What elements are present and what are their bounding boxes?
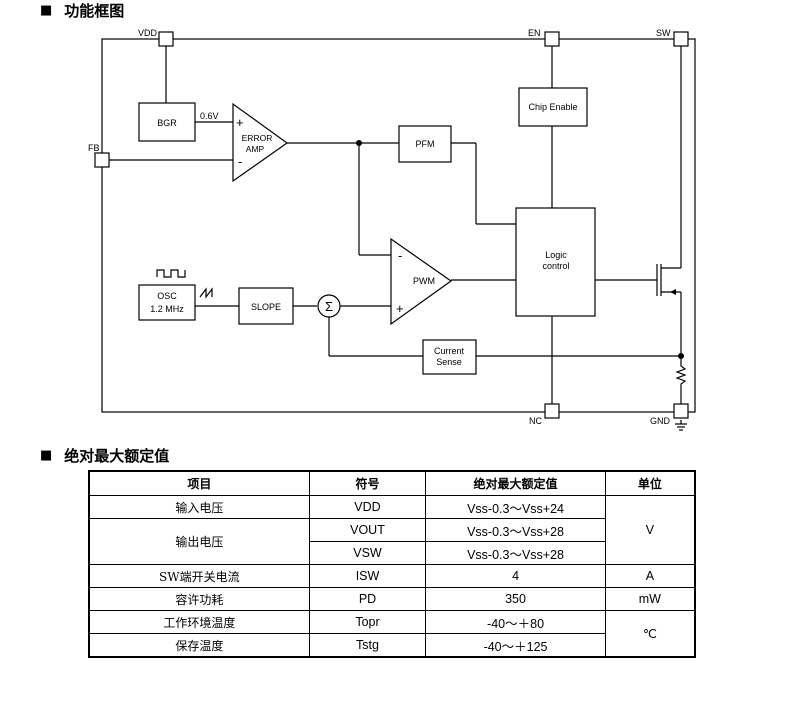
pin-box-en: [544, 31, 560, 47]
table-row: 保存温度 Tstg -40～＋125: [88, 633, 695, 658]
osc-label-2: 1.2 MHz: [150, 304, 184, 314]
cell-item: 输出电压: [88, 518, 310, 565]
block-diagram: VDD EN SW FB NC GND BGR 0.6V ERROR AMP P…: [88, 28, 696, 431]
cell-symbol: VSW: [308, 541, 427, 565]
header-item: 项目: [88, 470, 310, 496]
error-amp-label-2: AMP: [246, 144, 265, 154]
logic-control-block: [515, 207, 596, 317]
table-row: 工作环境温度 Topr -40～＋80 ℃: [88, 610, 696, 658]
pin-label-en: EN: [528, 28, 541, 38]
cell-item: SW端开关电流: [88, 564, 310, 588]
section-heading-abs-max: ■ 绝对最大额定值: [40, 445, 169, 466]
pin-label-sw: SW: [656, 28, 671, 38]
bullet-square-icon: ■: [40, 3, 53, 18]
error-amp-triangle: [232, 102, 289, 183]
cell-item: 容许功耗: [88, 587, 310, 611]
cell-unit: mW: [604, 587, 696, 611]
current-sense-label-2: Sense: [436, 357, 462, 367]
cell-value: -40～＋80: [425, 610, 606, 634]
bullet-square-icon: ■: [40, 448, 53, 463]
chip-enable-label: Chip Enable: [528, 102, 577, 112]
cell-item: 输入电压: [88, 495, 310, 519]
cell-symbol: Tstg: [308, 633, 427, 658]
cell-item: 工作环境温度: [88, 610, 310, 634]
pin-box-sw: [673, 31, 689, 47]
table-row: 输入电压 VDD Vss-0.3～Vss+24 V: [88, 495, 696, 565]
cell-value: 350: [425, 587, 606, 611]
bgr-block: [138, 102, 196, 142]
pfm-label: PFM: [416, 139, 435, 149]
pin-label-nc: NC: [529, 416, 542, 426]
section-heading-block-diagram: ■ 功能框图: [40, 0, 124, 21]
osc-block: [138, 284, 196, 321]
error-amp-minus-sign: -: [238, 154, 242, 169]
cell-unit: V: [604, 495, 696, 565]
osc-label-1: OSC: [157, 291, 177, 301]
cell-symbol: Topr: [308, 610, 427, 634]
table-row: 容许功耗 PD 350 mW: [88, 587, 696, 611]
pwm-comparator-triangle: [390, 237, 453, 326]
slope-label: SLOPE: [251, 302, 281, 312]
slope-block: [238, 287, 294, 325]
vref-label: 0.6V: [200, 111, 219, 121]
header-value: 绝对最大额定值: [425, 470, 606, 496]
sum-symbol: Σ: [325, 299, 333, 314]
pin-box-fb: [94, 152, 110, 168]
cell-symbol: ISW: [308, 564, 427, 588]
heading-text: 绝对最大额定值: [64, 447, 170, 465]
cell-unit: ℃: [604, 610, 696, 658]
pfm-block: [398, 125, 452, 163]
header-symbol: 符号: [308, 470, 427, 496]
cell-value: Vss-0.3～Vss+28: [425, 541, 606, 565]
pin-label-gnd: GND: [650, 416, 671, 426]
logic-label-2: control: [542, 261, 569, 271]
chip-enable-block: [518, 87, 588, 127]
abs-max-ratings-table: 项目 符号 绝对最大额定值 单位 输入电压 VDD Vss-0.3～Vss+24…: [88, 470, 696, 658]
cell-value: Vss-0.3～Vss+28: [425, 518, 606, 542]
pwm-label: PWM: [413, 276, 435, 286]
cell-item: 保存温度: [88, 633, 310, 658]
current-sense-block: [422, 339, 477, 375]
cell-symbol: VOUT: [308, 518, 427, 542]
cell-symbol: PD: [308, 587, 427, 611]
pin-box-gnd: [673, 403, 689, 419]
error-amp-plus-sign: +: [236, 115, 244, 130]
current-sense-label-1: Current: [434, 346, 465, 356]
cell-symbol: VDD: [308, 495, 427, 519]
header-unit: 单位: [604, 470, 696, 496]
table-row: VSW Vss-0.3～Vss+28: [89, 541, 695, 565]
heading-text: 功能框图: [64, 2, 125, 20]
bgr-label: BGR: [157, 118, 177, 128]
pin-box-nc: [544, 403, 560, 419]
table-header-row: 项目 符号 绝对最大额定值 单位: [88, 470, 696, 496]
logic-label-1: Logic: [545, 250, 567, 260]
cell-value: -40～＋125: [425, 633, 606, 658]
error-amp-label-1: ERROR: [242, 133, 273, 143]
pwm-plus-sign: +: [396, 301, 404, 316]
cell-value: 4: [425, 564, 606, 588]
cell-unit: A: [604, 564, 696, 588]
table-row: 输出电压 VOUT Vss-0.3～Vss+28: [88, 518, 695, 565]
pwm-minus-sign: -: [398, 248, 402, 263]
summing-junction: [317, 294, 341, 318]
pin-label-vdd: VDD: [138, 28, 158, 38]
cell-value: Vss-0.3～Vss+24: [425, 495, 606, 519]
pin-label-fb: FB: [88, 143, 100, 153]
pin-box-vdd: [158, 31, 174, 47]
table-row: SW端开关电流 ISW 4 A: [88, 564, 696, 588]
